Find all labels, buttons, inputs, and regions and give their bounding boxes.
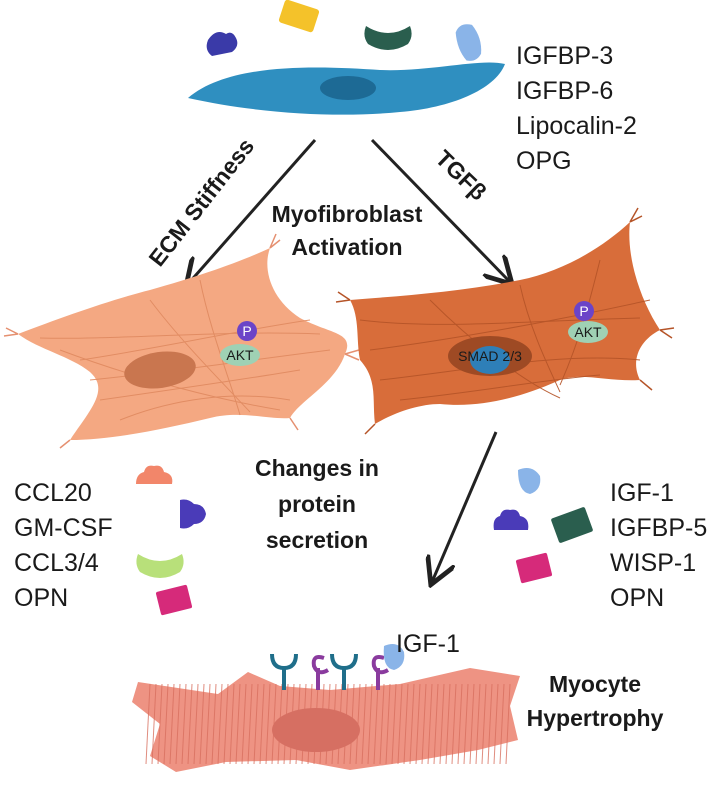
fibroblast-nucleus xyxy=(320,76,376,100)
stiffness-secretion-list: CCL20 GM-CSF CCL3/4 OPN xyxy=(14,479,113,612)
phospho-stiffness-badge xyxy=(237,321,257,341)
myofibroblast-label: Myofibroblast xyxy=(272,201,423,227)
secretion-label: secretion xyxy=(266,527,368,553)
phospho-tgfb-label: P xyxy=(579,303,588,319)
hypertrophy-label: Hypertrophy xyxy=(527,705,664,731)
igf-receptor-icon xyxy=(270,653,298,690)
bound-igf-icon xyxy=(383,644,405,670)
dark-blue-protein-icon xyxy=(206,32,238,56)
fibroblast-secretion-item: Lipocalin-2 xyxy=(516,112,637,140)
salmon-protein-icon xyxy=(136,465,173,484)
smad-label: SMAD 2/3 xyxy=(458,348,522,364)
purple-igfbp-icon xyxy=(493,509,529,530)
secretion-arrow xyxy=(432,431,498,582)
activation-label: Activation xyxy=(291,234,402,260)
fibroblast-secretion-item: IGFBP-6 xyxy=(516,77,613,105)
changes-label: Changes in xyxy=(255,455,379,481)
myofibroblast-tgfb-cell xyxy=(335,207,675,435)
fibroblast-secretion-item: OPG xyxy=(516,147,572,175)
yellow-protein-icon xyxy=(278,0,320,33)
light-blue-protein-icon xyxy=(455,24,482,61)
myocyte-cell xyxy=(132,668,520,772)
purple-protein-icon xyxy=(180,499,206,529)
fibroblast-secretion-item: IGFBP-3 xyxy=(516,42,613,70)
protein-label: protein xyxy=(278,491,356,517)
integrin-receptor-icon xyxy=(311,655,330,690)
stiffness-secretion-item: CCL20 xyxy=(14,479,92,507)
stiffness-secretion-item: GM-CSF xyxy=(14,514,113,542)
tgfb-secretion-item: IGF-1 xyxy=(610,479,674,507)
light-blue-igf-icon xyxy=(518,468,541,494)
magenta-protein-icon xyxy=(155,584,193,616)
phospho-stiffness-label: P xyxy=(242,323,251,339)
tgfb-secretion-item: IGFBP-5 xyxy=(610,514,707,542)
akt-tgfb-label: AKT xyxy=(574,324,602,340)
stiffness-secretion-item: OPN xyxy=(14,584,68,612)
stiffness-secretion-item: CCL3/4 xyxy=(14,549,99,577)
tgfb-secretion-item: WISP-1 xyxy=(610,549,696,577)
igf1-receptor-label: IGF-1 xyxy=(396,630,460,658)
green-protein-icon xyxy=(364,26,412,50)
lime-protein-icon xyxy=(136,554,184,578)
tgfb-arrow xyxy=(370,138,510,282)
akt-tgfb-badge xyxy=(568,321,608,343)
tgfb-secretion-item: OPN xyxy=(610,584,664,612)
myocyte-label: Myocyte xyxy=(549,671,641,697)
tgfb-secretion-list: IGF-1 IGFBP-5 WISP-1 OPN xyxy=(610,479,707,612)
dark-green-protein-icon xyxy=(551,507,593,543)
myofibroblast-stiffness-cell xyxy=(3,233,360,449)
akt-stiffness-label: AKT xyxy=(226,347,254,363)
ecm-stiffness-arrow xyxy=(188,139,317,284)
akt-stiffness-badge xyxy=(220,344,260,366)
integrin-receptor-icon xyxy=(371,655,390,690)
igf-receptor-icon xyxy=(330,653,358,690)
tgfb-label: TGFβ xyxy=(431,145,492,205)
fibroblast-secretion-list: IGFBP-3 IGFBP-6 Lipocalin-2 OPG xyxy=(516,42,637,175)
receptor-group xyxy=(270,644,405,690)
phospho-tgfb-badge xyxy=(574,301,594,321)
magenta-wisp-icon xyxy=(515,552,553,584)
ecm-stiffness-label: ECM Stiffness xyxy=(143,133,259,271)
